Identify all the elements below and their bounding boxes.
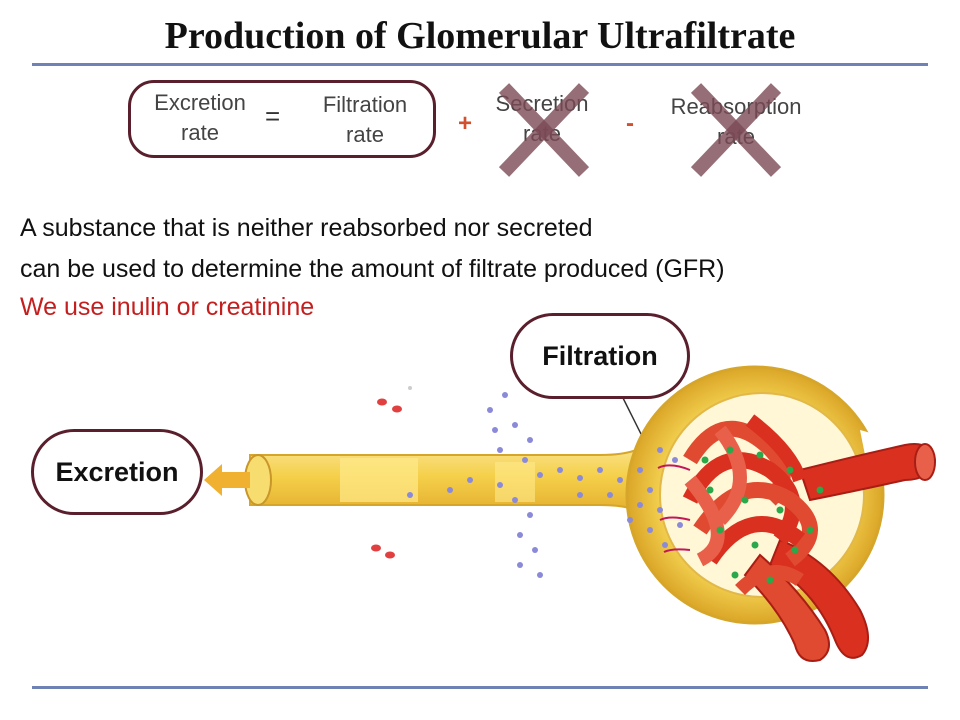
minus-sign: - (626, 110, 634, 137)
equation-highlight-box (128, 80, 436, 158)
body-line-2: can be used to determine the amount of f… (20, 255, 725, 283)
reabsorption-cross-icon (690, 83, 782, 177)
arteriole-lumen (914, 443, 936, 481)
blood-protein-particles (701, 446, 824, 584)
glomerulus (682, 414, 818, 596)
red-cell-particles (371, 386, 412, 559)
tubule-highlight-band (340, 458, 418, 502)
page-title: Production of Glomerular Ultrafiltrate (164, 15, 796, 57)
filtration-arrows (657, 464, 691, 553)
body-line-3: We use inulin or creatinine (20, 293, 315, 321)
plus-sign: + (458, 110, 473, 137)
efferent-arteriole-2 (743, 553, 830, 662)
bottom-divider (32, 686, 928, 689)
particles (371, 386, 824, 584)
filtration-rate-text: Filtration rate (322, 92, 408, 147)
excretion-arrow-icon (204, 464, 250, 496)
tubule-highlight-band-2 (495, 462, 535, 502)
filtration-rate-term: Filtration rate (300, 90, 430, 150)
excretion-rate-term: Excretion rate (138, 88, 262, 148)
equals-sign: = (265, 101, 281, 131)
renal-tubule (249, 436, 651, 524)
filtration-label: Filtration (510, 313, 690, 399)
excretion-rate-text: Excretion rate (154, 90, 246, 145)
filtrate-particles (407, 392, 683, 578)
secretion-cross-icon (498, 83, 590, 177)
excretion-label: Excretion (31, 429, 203, 515)
top-divider (32, 63, 928, 66)
body-line-1: A substance that is neither reabsorbed n… (20, 214, 593, 242)
